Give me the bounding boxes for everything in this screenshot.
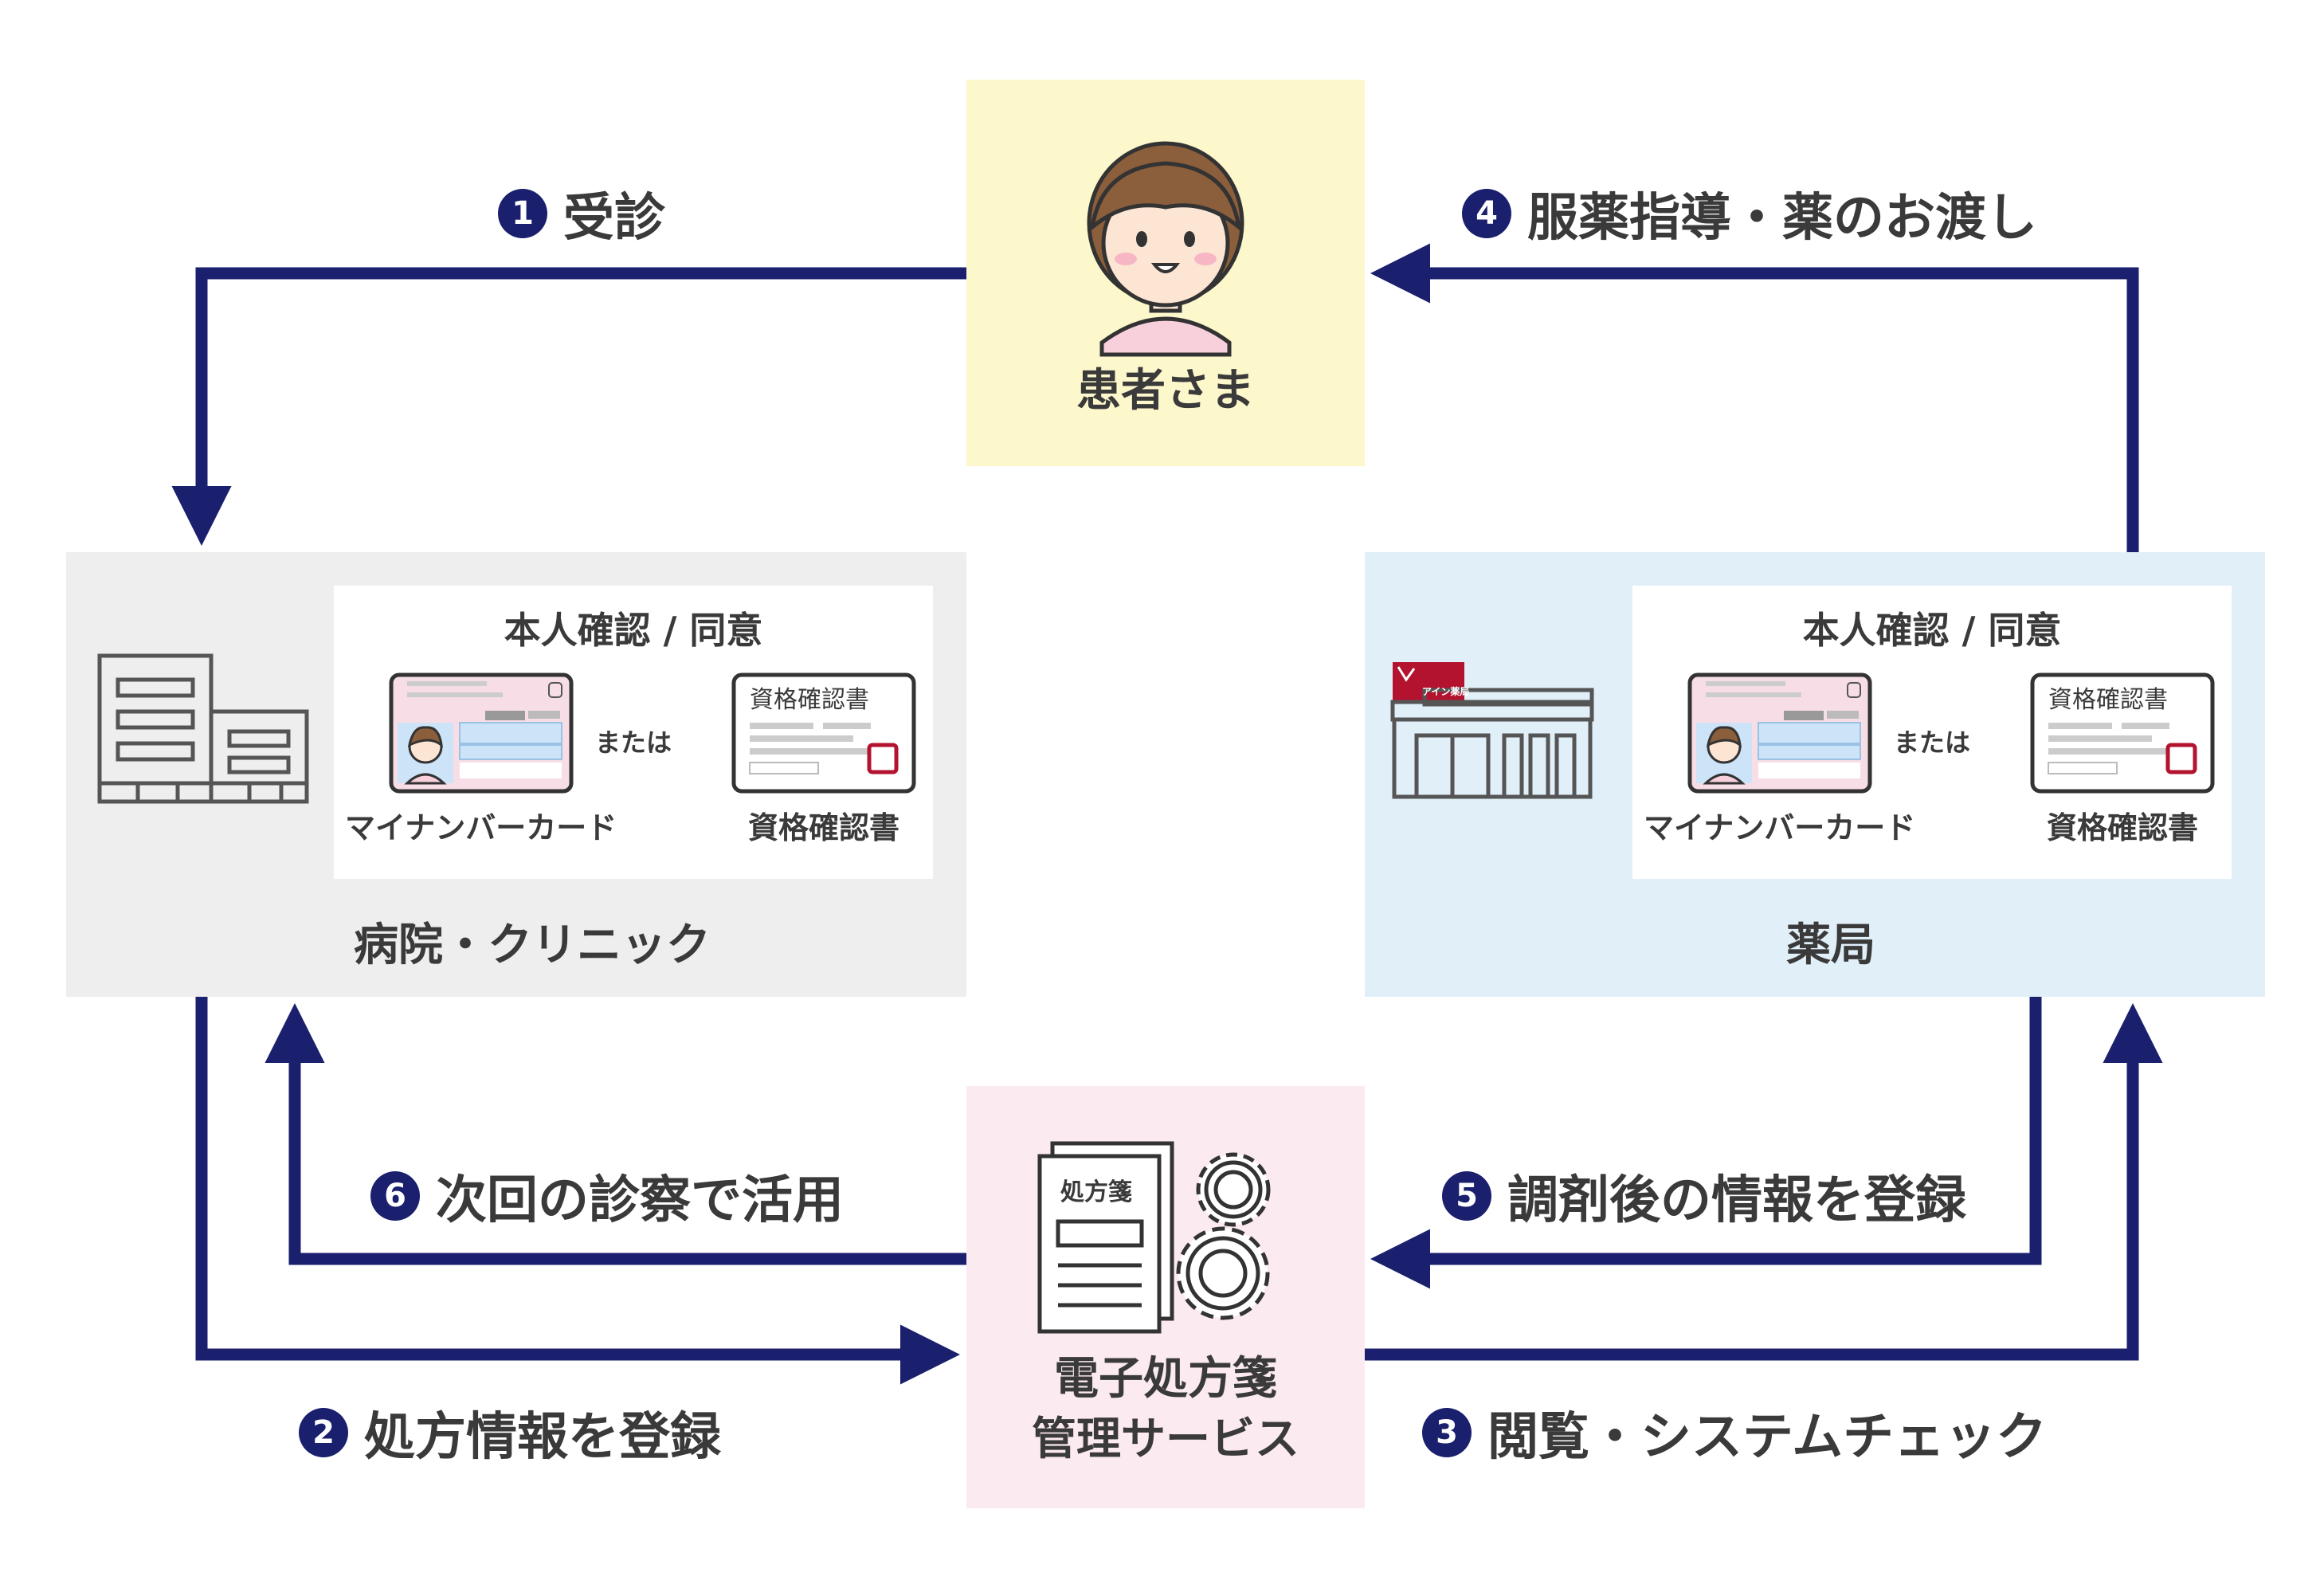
arrow-step-4: [1370, 243, 2139, 552]
certificate-card-icon: [731, 672, 916, 794]
patient-label: 患者さま: [1076, 365, 1255, 417]
hospital-verification-panel: 本人確認 / 同意 マイナンバーカード または: [334, 586, 933, 879]
pharmacy-label: 薬局: [1786, 919, 1875, 971]
step-text: 調剤後の情報を登録: [1507, 1171, 1966, 1230]
verification-title: 本人確認 / 同意: [1802, 609, 2062, 652]
arrow-step-6: [265, 1003, 966, 1265]
pharmacy-building-icon: [1390, 662, 1594, 799]
pharmacy-sign: アイン薬局: [1422, 686, 1470, 697]
pharmacy-node: アイン薬局 本人確認 / 同意 マイナンバーカード または: [1365, 552, 2265, 997]
certificate-caption: 資格確認書: [747, 810, 899, 845]
step-2-label: 2 処方情報を登録: [299, 1396, 721, 1469]
step-3-label: 3 閲覧・システムチェック: [1422, 1396, 2047, 1469]
hospital-building-icon: [97, 653, 309, 804]
step-number-badge: 3: [1422, 1408, 1472, 1457]
certificate-card-title: 資格確認書: [2048, 686, 2168, 714]
verification-title: 本人確認 / 同意: [504, 609, 763, 652]
or-text: または: [594, 727, 672, 758]
arrow-step-5: [1370, 997, 2042, 1289]
arrow-step-3: [1365, 1003, 2163, 1361]
patient-node: 患者さま: [966, 80, 1365, 466]
or-text: または: [1893, 727, 1970, 758]
arrow-step-2: [195, 997, 960, 1385]
patient-icon: [1087, 141, 1244, 357]
prescription-document-icon: [1037, 1141, 1174, 1334]
pharmacy-verification-panel: 本人確認 / 同意 マイナンバーカード または 資: [1632, 586, 2232, 879]
hospital-node: 本人確認 / 同意 マイナンバーカード または: [66, 552, 966, 997]
step-number-badge: 6: [370, 1171, 420, 1221]
step-text: 処方情報を登録: [364, 1408, 721, 1467]
arrow-step-1: [171, 267, 966, 546]
step-6-label: 6 次回の診察で活用: [370, 1159, 844, 1233]
eprescription-service-node: 処方箋 電子処方箋 管理サービス: [966, 1086, 1365, 1508]
mynumber-card-icon: [389, 672, 574, 794]
certificate-card-icon: [2030, 672, 2215, 794]
certificate-card-title: 資格確認書: [750, 686, 869, 714]
mynumber-card-icon: [1687, 672, 1872, 794]
service-label-line1: 電子処方箋: [1054, 1353, 1277, 1405]
step-text: 次回の診察で活用: [436, 1171, 844, 1230]
certificate-caption: 資格確認書: [2046, 810, 2198, 845]
step-number-badge: 4: [1462, 189, 1511, 238]
step-1-label: 1 受診: [498, 177, 665, 250]
mynumber-card-caption: マイナンバーカード: [1644, 810, 1916, 845]
hospital-label: 病院・クリニック: [354, 919, 711, 971]
step-text: 服薬指導・薬のお渡し: [1527, 189, 2037, 248]
step-text: 閲覧・システムチェック: [1487, 1408, 2048, 1467]
step-4-label: 4 服薬指導・薬のお渡し: [1462, 177, 2037, 250]
step-number-badge: 1: [498, 189, 547, 238]
gear-icon: [1176, 1152, 1271, 1320]
mynumber-card-caption: マイナンバーカード: [345, 810, 617, 845]
step-number-badge: 5: [1442, 1171, 1491, 1221]
step-5-label: 5 調剤後の情報を登録: [1442, 1159, 1966, 1233]
step-number-badge: 2: [299, 1408, 348, 1457]
service-label-line2: 管理サービス: [1032, 1414, 1299, 1465]
step-text: 受診: [563, 189, 665, 248]
prescription-doc-title: 処方箋: [1060, 1178, 1132, 1206]
